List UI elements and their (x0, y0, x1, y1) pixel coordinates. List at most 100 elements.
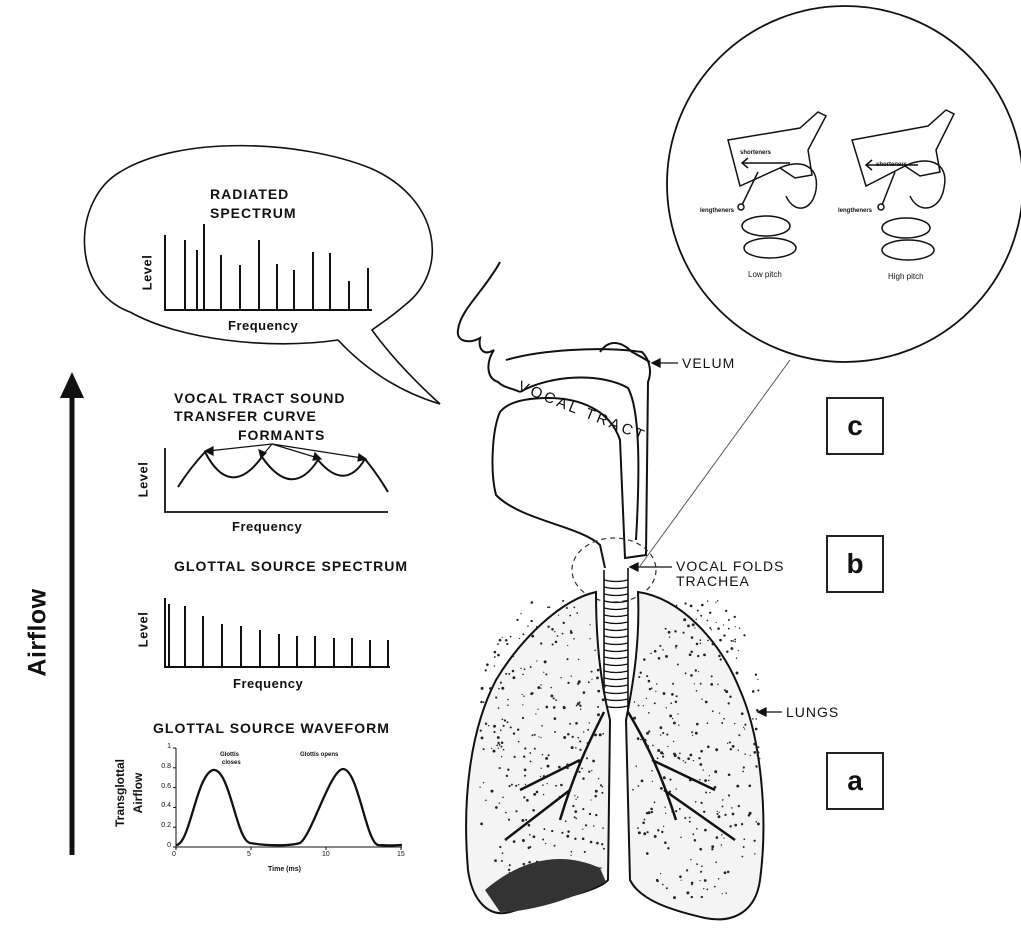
lung-speck (757, 689, 759, 691)
lung-speck (522, 839, 525, 842)
lung-speck (644, 739, 647, 742)
lung-speck (515, 810, 517, 812)
lung-speck (582, 828, 583, 829)
lung-speck (555, 699, 557, 701)
lung-speck (597, 706, 599, 708)
trachea-ring (604, 608, 628, 610)
lung-speck (524, 769, 527, 772)
lung-speck (515, 785, 517, 787)
lung-speck (502, 637, 503, 638)
lung-speck (531, 601, 534, 604)
lung-speck (525, 819, 527, 821)
trachea-ring (604, 622, 628, 624)
lung-speck (694, 627, 695, 628)
waveform-y-tick-label: 0.8 (160, 763, 171, 770)
transfer-ylabel: Level (136, 455, 151, 505)
lung-speck (690, 605, 693, 608)
lung-speck (575, 747, 577, 749)
radiated-title-line2: SPECTRUM (210, 205, 297, 221)
trachea-ring (604, 678, 628, 680)
lung-speck (722, 799, 724, 801)
lung-speck (537, 709, 538, 710)
lung-speck (572, 736, 574, 738)
lung-speck (738, 650, 739, 651)
lung-speck (654, 801, 656, 803)
lung-speck (744, 728, 745, 729)
lung-speck (509, 864, 511, 866)
lung-speck (483, 701, 485, 703)
lung-speck (522, 674, 524, 676)
lung-speck (748, 814, 751, 817)
lung-speck (728, 794, 730, 796)
waveform-y-tick-label: 1 (160, 743, 171, 750)
lung-speck (518, 784, 519, 785)
lung-speck (675, 810, 677, 812)
source-spectrum-xlabel: Frequency (233, 676, 303, 691)
lung-speck (548, 754, 550, 756)
lung-speck (711, 675, 713, 677)
lung-speck (683, 760, 684, 761)
lung-speck (714, 886, 716, 888)
lung-speck (600, 784, 602, 786)
lung-speck (512, 676, 515, 679)
lung-speck (632, 789, 634, 791)
lung-speck (657, 757, 659, 759)
lung-speck (718, 655, 720, 657)
lung-speck (493, 731, 495, 733)
head-profile (458, 262, 650, 568)
lung-speck (555, 641, 558, 644)
lung-speck (536, 791, 539, 794)
lung-speck (563, 622, 565, 624)
lung-speck (593, 825, 594, 826)
lung-speck (554, 717, 557, 720)
lung-speck (731, 807, 733, 809)
lung-speck (646, 675, 648, 677)
waveform-xlabel: Time (ms) (268, 866, 301, 873)
lung-speck (592, 760, 595, 763)
formants-label: FORMANTS (238, 427, 325, 443)
glottis-opens-label: Glottis opens (300, 752, 338, 758)
lung-speck (666, 734, 668, 736)
lung-speck (501, 746, 503, 748)
waveform-y-tick-label: 0.6 (160, 783, 171, 790)
lung-speck (542, 784, 544, 786)
label-box-b: b (826, 535, 884, 593)
lung-speck (534, 748, 536, 750)
lung-speck (693, 760, 694, 761)
lung-speck (732, 813, 735, 816)
lung-speck (757, 754, 759, 756)
lung-speck (676, 695, 678, 697)
lung-speck (567, 733, 570, 736)
lung-speck (507, 769, 509, 771)
lung-speck (516, 619, 518, 621)
lung-speck (721, 834, 723, 836)
trachea (604, 568, 628, 712)
lung-speck (753, 751, 756, 754)
lung-speck (501, 860, 503, 862)
waveform-ylabel-line1: Transglottal (113, 753, 127, 833)
lung-speck (633, 717, 636, 720)
lung-speck (527, 625, 528, 626)
lung-speck (649, 688, 651, 690)
lung-speck (497, 654, 500, 657)
lung-speck (730, 647, 733, 650)
lung-speck (505, 639, 508, 642)
lung-speck (489, 687, 492, 690)
lung-speck (558, 766, 561, 769)
lung-speck (730, 748, 732, 750)
lung-speck (695, 669, 697, 671)
lung-speck (513, 732, 515, 734)
lung-speck (757, 679, 758, 680)
lung-speck (667, 847, 669, 849)
lung-speck (711, 848, 713, 850)
lung-speck (501, 687, 504, 690)
lung-speck (725, 892, 727, 894)
lung-speck (579, 740, 581, 742)
lung-speck (532, 809, 535, 812)
lung-speck (641, 780, 644, 783)
lung-speck (535, 713, 536, 714)
lung-speck (715, 602, 716, 603)
lung-speck (703, 654, 706, 657)
lung-speck (660, 734, 661, 735)
inset-lengtheners-high: lengtheners (838, 208, 872, 214)
